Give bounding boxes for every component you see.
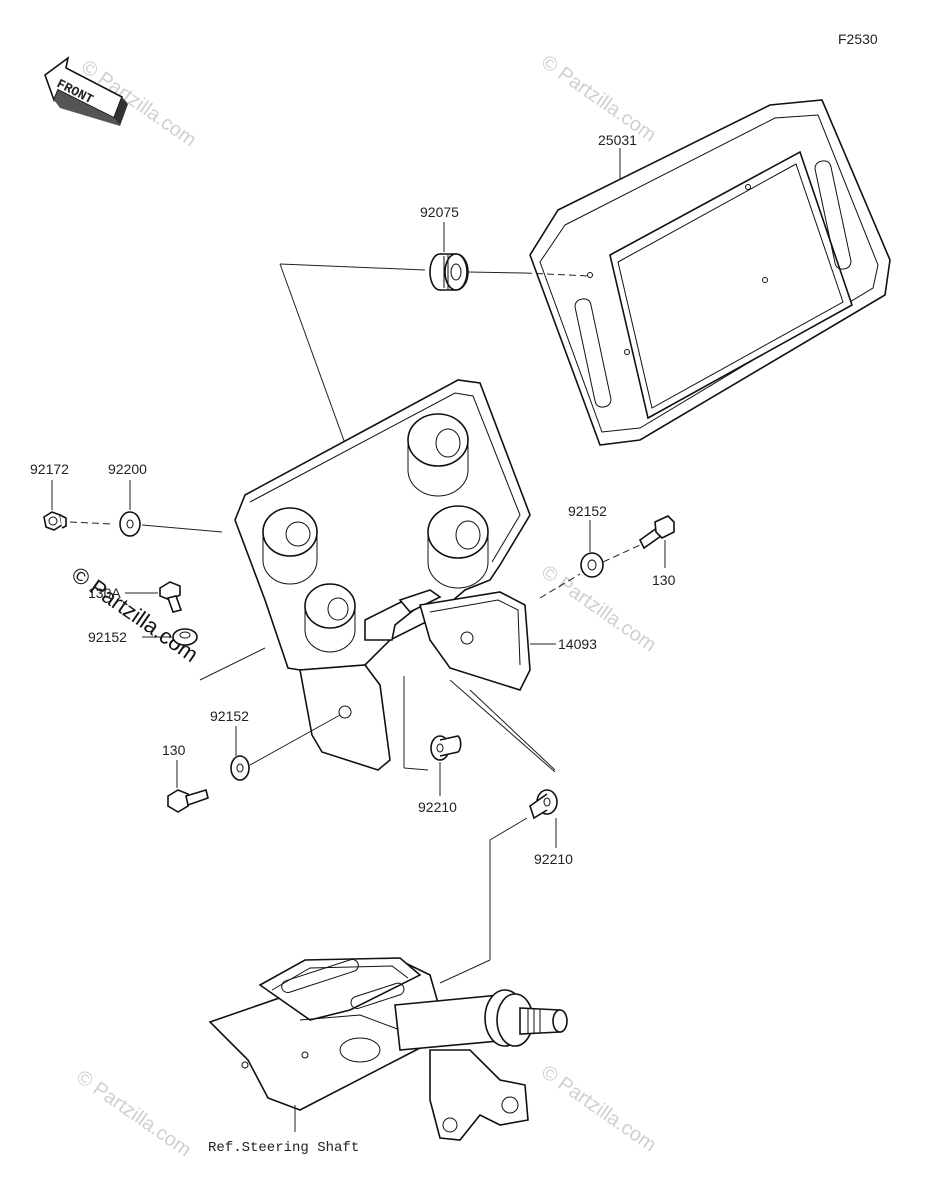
bracket-14093 [418,591,531,691]
washer-92200 [119,511,141,537]
figure-code: F2530 [838,31,878,47]
label-92210-low: 92210 [534,851,573,867]
watermark-dark: © Partzilla.com [67,562,203,668]
label-130-right: 130 [652,572,676,588]
damper-92075 [429,253,469,291]
steering-shaft-assembly [208,957,568,1141]
label-92152-lower: 92152 [210,708,249,724]
front-arrow-icon: FRONT [44,56,128,126]
bolt-130-right [638,515,675,550]
label-92152-left: 92152 [88,629,127,645]
damper-92210-mid [430,735,462,761]
bolt-130a-left [159,581,183,613]
watermark-5: © Partzilla.com [537,1061,660,1156]
label-14093: 14093 [558,636,597,652]
watermark-4: © Partzilla.com [72,1066,195,1161]
collar-92152-left [172,628,198,646]
label-130-lower: 130 [162,742,186,758]
label-92172: 92172 [30,461,69,477]
nut-92172 [43,511,67,531]
collar-92152-lower [230,755,250,781]
label-92075: 92075 [420,204,459,220]
collar-92152-right [580,552,604,578]
label-92152-right: 92152 [568,503,607,519]
reference-label: Ref.Steering Shaft [208,1140,359,1156]
label-25031: 25031 [598,132,637,148]
meter-assembly [529,99,891,446]
bolt-130-lower [167,788,209,813]
label-92200: 92200 [108,461,147,477]
label-92210-mid: 92210 [418,799,457,815]
meter-bracket [234,379,531,771]
label-130a: 130A [88,585,121,601]
damper-92210-low [529,789,558,820]
